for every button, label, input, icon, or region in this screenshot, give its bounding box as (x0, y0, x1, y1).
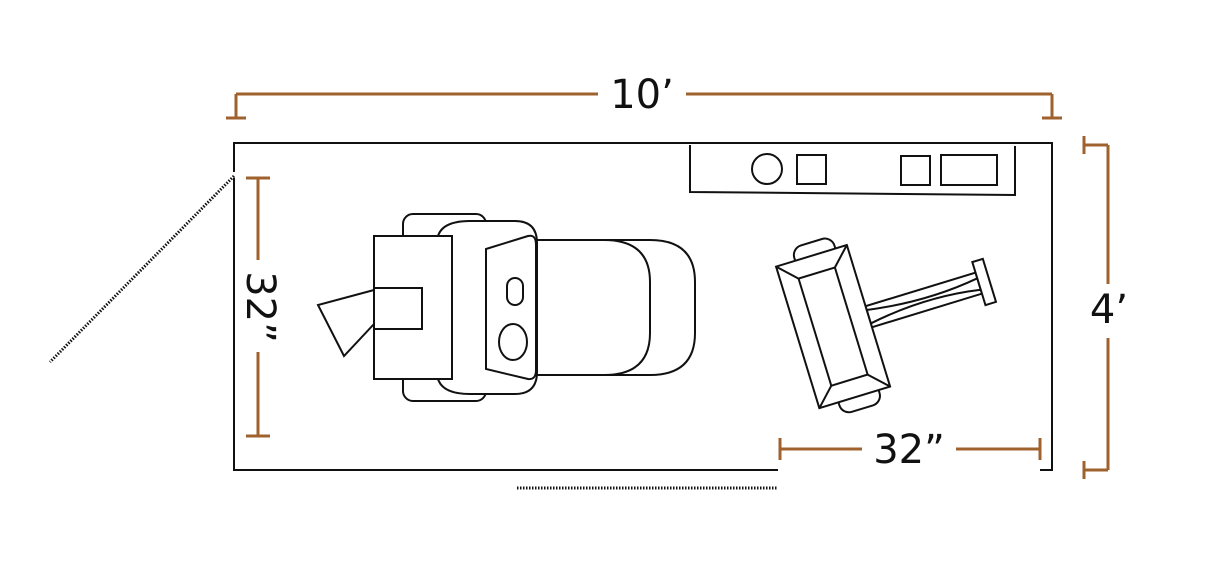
counter (689, 145, 1016, 197)
dimension-top-width: 10’ (226, 72, 1062, 120)
dimension-label-top-width: 10’ (610, 72, 674, 118)
equipment-box (940, 154, 998, 186)
equipment-box (796, 154, 827, 185)
dimension-label-left-clearance: 32” (237, 271, 283, 343)
dimension-right-height: 4’ (1082, 136, 1128, 479)
dimension-label-right-height: 4’ (1090, 287, 1128, 333)
lamp-icon (316, 288, 375, 358)
operator-stool (774, 237, 998, 414)
dimension-left-clearance: 32” (237, 176, 283, 438)
stool-handle (971, 257, 998, 307)
door-swing-left (48, 174, 236, 364)
treatment-chair (316, 213, 696, 402)
stool-seat-inner (797, 266, 869, 387)
dimension-bottom-clearance: 32” (778, 427, 1042, 473)
equipment-box (900, 155, 931, 186)
dimension-label-bottom-clearance: 32” (873, 427, 945, 473)
sink-icon (751, 153, 783, 185)
seat-button (506, 277, 524, 306)
seat-cushion (498, 323, 528, 361)
room-walls (233, 142, 1053, 471)
headrest-pad (373, 287, 423, 330)
